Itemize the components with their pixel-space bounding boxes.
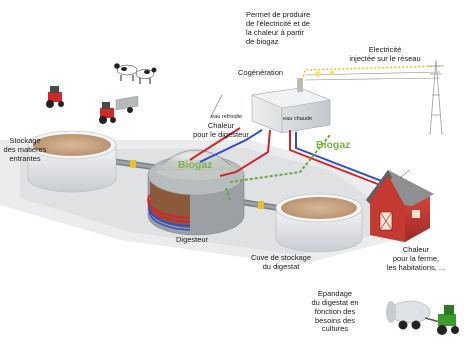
digester <box>147 149 245 236</box>
spreading-label: Epandage du digestat en fonction des bes… <box>311 289 359 334</box>
electricity-label: Electricité injectée sur le réseau <box>349 45 421 63</box>
biogas-dome-label: Biogaz <box>178 159 213 171</box>
spreader-tractor <box>386 300 459 335</box>
power-pylon <box>428 59 444 136</box>
cold-water-label: eau refroidie <box>211 114 243 120</box>
hot-water-label: eau chaude <box>283 116 313 122</box>
digestate-tank-label: Cuve de stockage du digestat <box>250 253 312 271</box>
cows <box>114 63 157 84</box>
cogeneration-description: Permet de produire de l'électricité et d… <box>246 10 311 46</box>
storage-label: Stockage des matières entrantes <box>3 136 47 163</box>
tractor-left <box>46 86 64 108</box>
cogeneration-unit <box>251 78 331 134</box>
tractor-trailer <box>99 95 139 124</box>
storage-tank <box>27 130 117 193</box>
digestate-tank <box>275 193 363 253</box>
biogas-pipe-label: Biogaz <box>316 139 351 151</box>
farm-barn <box>366 170 434 242</box>
farm-heat-label: Chaleur pour la ferme, les habitations, … <box>386 245 446 272</box>
digester-label: Digesteur <box>176 235 209 244</box>
cogeneration-label: Cogénération <box>238 68 284 77</box>
digester-heat-label: Chaleur pour le digesteur <box>193 121 249 139</box>
